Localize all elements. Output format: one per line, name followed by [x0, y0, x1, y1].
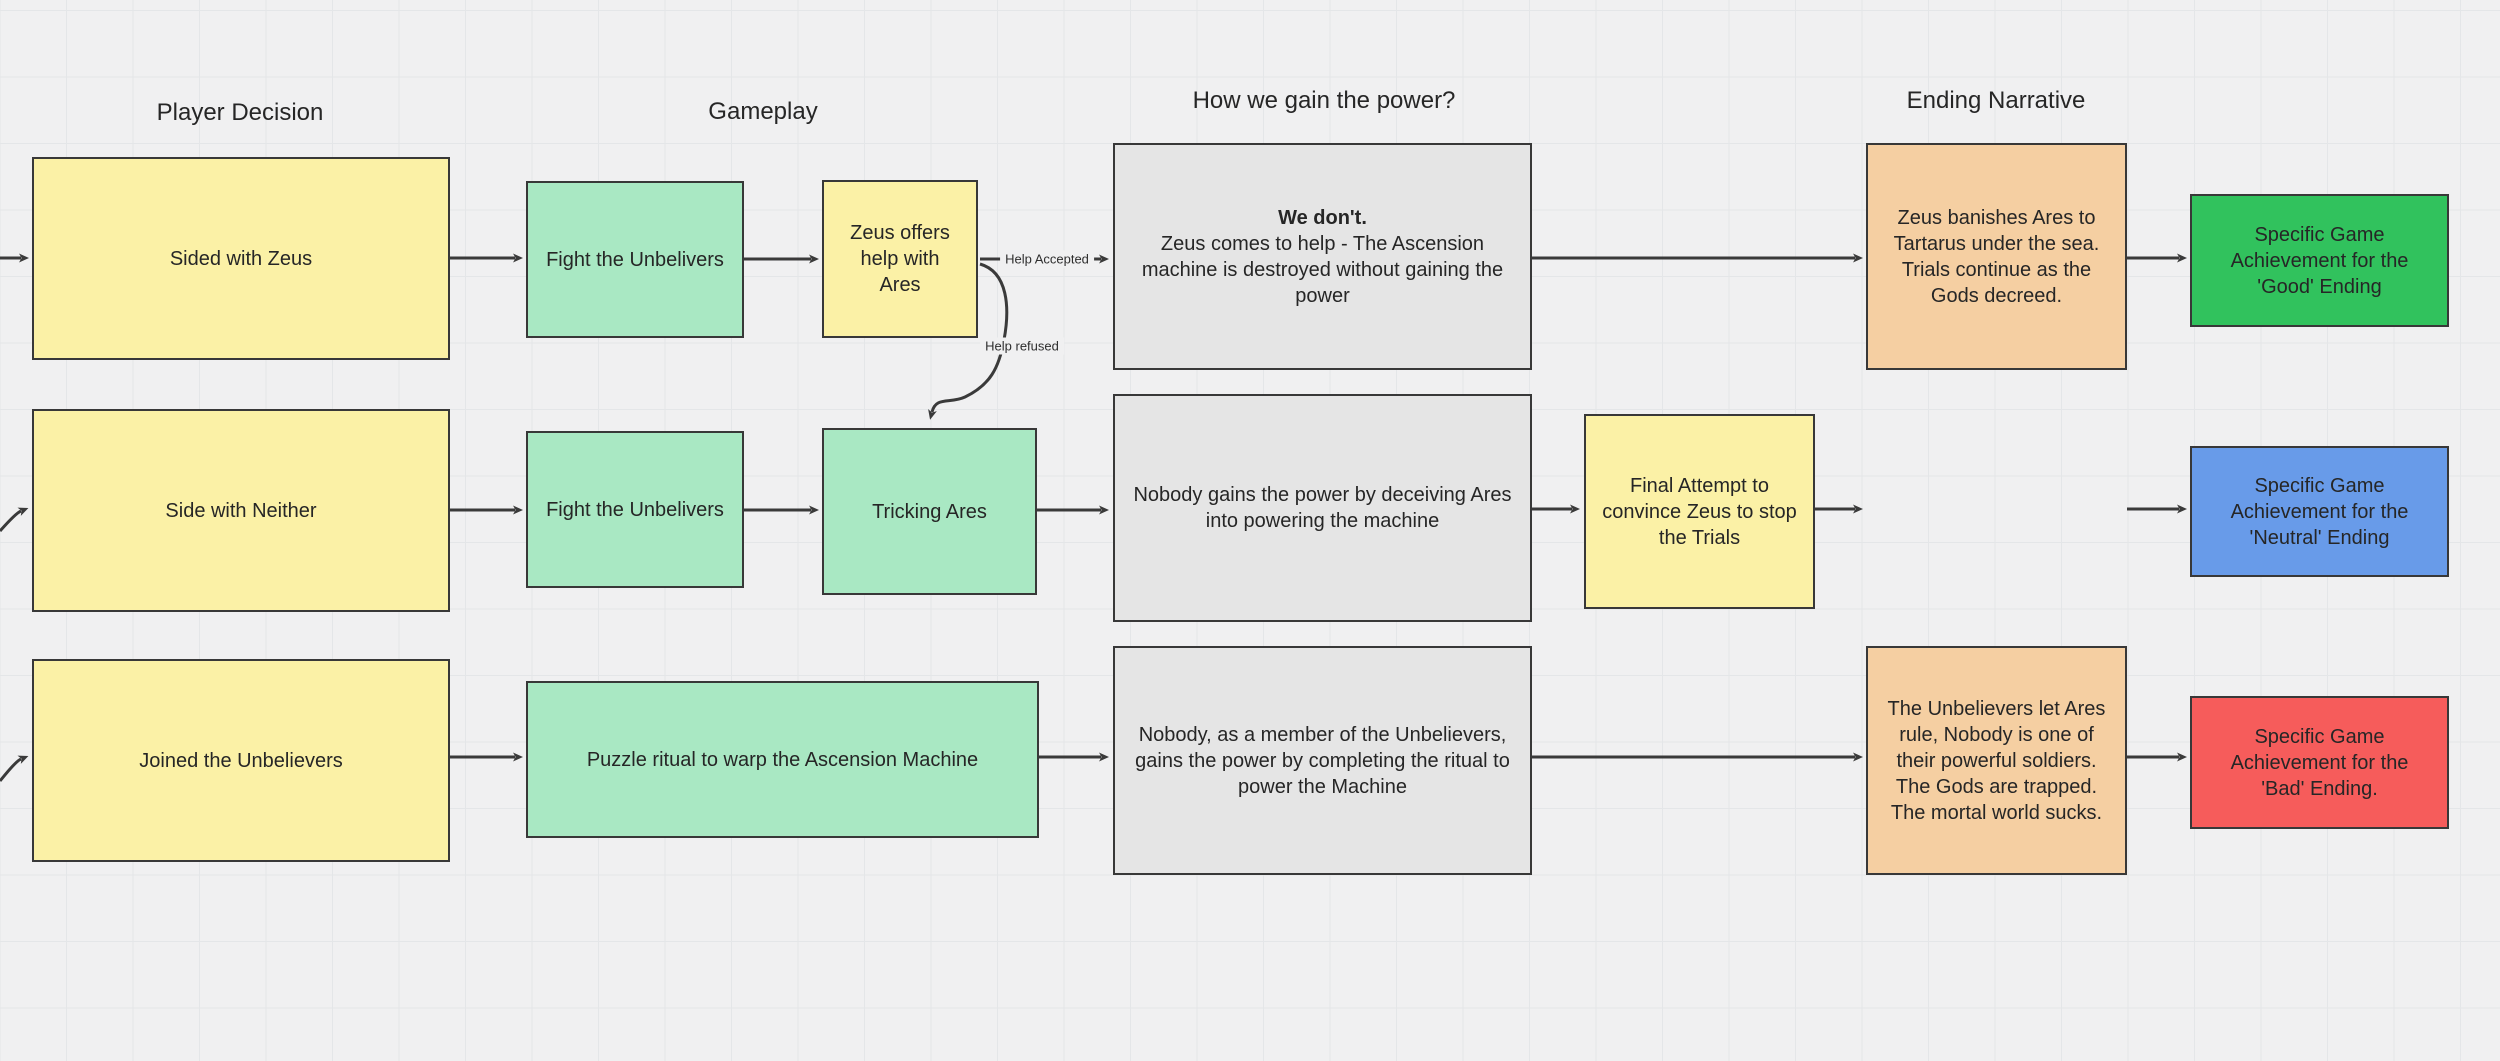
we-dont-body: Zeus comes to help - The Ascension machi… [1141, 232, 1504, 307]
node-final-attempt[interactable]: Final Attempt to convince Zeus to stop t… [1584, 414, 1815, 609]
node-we-dont[interactable]: We don't. Zeus comes to help - The Ascen… [1113, 143, 1532, 370]
node-neutral-ending[interactable]: Specific Game Achievement for the 'Neutr… [2190, 446, 2449, 577]
node-zeus-banishes[interactable]: Zeus banishes Ares to Tartarus under the… [1866, 143, 2127, 370]
node-good-ending[interactable]: Specific Game Achievement for the 'Good'… [2190, 194, 2449, 327]
connector-entry-row2 [0, 507, 29, 532]
node-nobody-deceives[interactable]: Nobody gains the power by deceiving Ares… [1113, 394, 1532, 622]
node-fight-the-unbelivers-1[interactable]: Fight the Unbelivers [526, 181, 744, 338]
node-bad-ending[interactable]: Specific Game Achievement for the 'Bad' … [2190, 696, 2449, 829]
column-header-player-decision[interactable]: Player Decision [156, 99, 324, 126]
edge-label-help-refused[interactable]: Help refused [980, 337, 1064, 355]
node-tricking-ares[interactable]: Tricking Ares [822, 428, 1037, 595]
column-header-how-we-gain-power[interactable]: How we gain the power? [1192, 87, 1456, 114]
node-fight-the-unbelivers-2[interactable]: Fight the Unbelivers [526, 431, 744, 588]
node-side-with-neither[interactable]: Side with Neither [32, 409, 450, 612]
node-sided-with-zeus[interactable]: Sided with Zeus [32, 157, 450, 360]
node-zeus-offers-help[interactable]: Zeus offers help with Ares [822, 180, 978, 338]
node-puzzle-ritual[interactable]: Puzzle ritual to warp the Ascension Mach… [526, 681, 1039, 838]
node-joined-unbelievers[interactable]: Joined the Unbelievers [32, 659, 450, 862]
connector-entry-row3 [0, 755, 29, 782]
column-header-gameplay[interactable]: Gameplay [708, 98, 818, 125]
node-nobody-ritual[interactable]: Nobody, as a member of the Unbelievers, … [1113, 646, 1532, 875]
column-header-ending-narrative[interactable]: Ending Narrative [1906, 87, 2086, 114]
node-unbelievers-rule[interactable]: The Unbelievers let Ares rule, Nobody is… [1866, 646, 2127, 875]
edge-label-help-accepted[interactable]: Help Accepted [1000, 250, 1094, 268]
we-dont-title: We don't. [1278, 206, 1367, 229]
